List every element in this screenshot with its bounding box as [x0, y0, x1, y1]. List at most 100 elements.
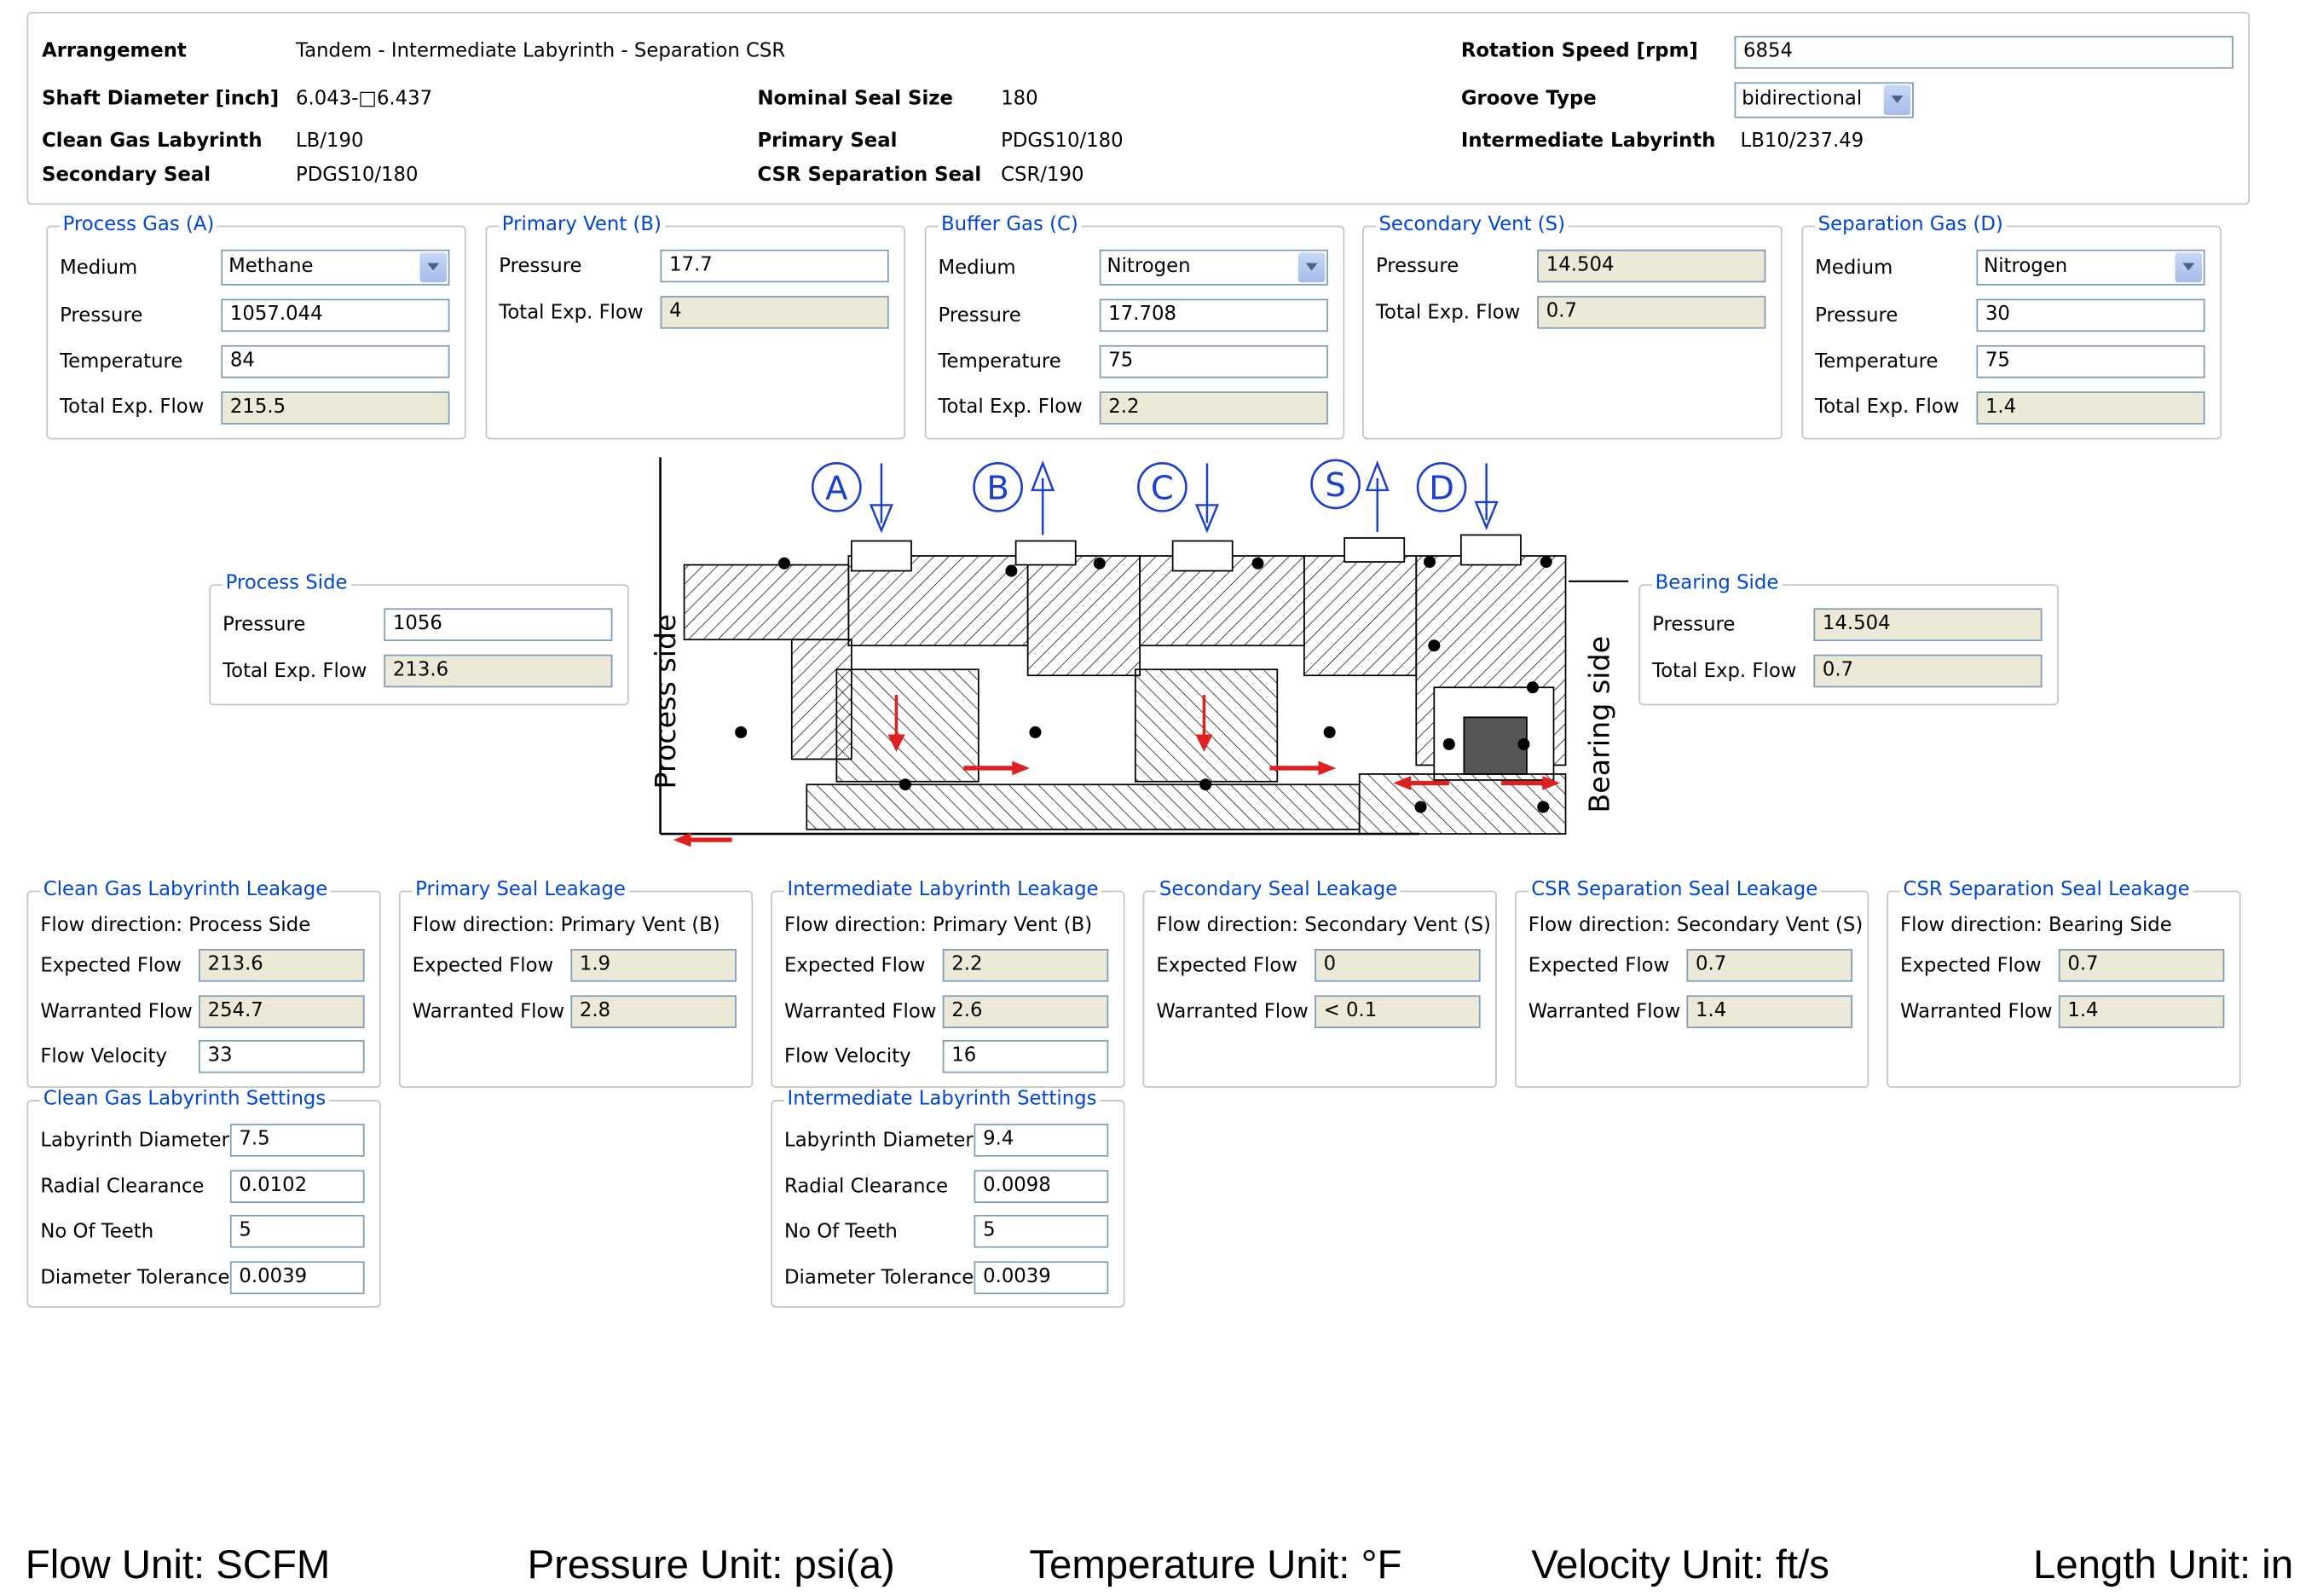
intermediate-settings-title: Intermediate Labyrinth Settings: [784, 1088, 1101, 1111]
intermediate-no-of-teeth-input[interactable]: 5: [974, 1215, 1109, 1248]
buffer-temperature-input[interactable]: 75: [1099, 344, 1328, 379]
chevron-down-icon[interactable]: [2175, 252, 2203, 283]
warranted-flow-label: Warranted Flow: [784, 1001, 937, 1024]
length-unit-text: Length Unit: in: [2033, 1541, 2294, 1587]
process-temperature-input[interactable]: 84: [221, 344, 450, 379]
secondary-seal-ring: [1134, 668, 1279, 783]
intermediate-diameter-tolerance-input[interactable]: 0.0039: [974, 1261, 1109, 1294]
expected-flow-label: Expected Flow: [1528, 955, 1670, 978]
groove-type-selected: bidirectional: [1742, 88, 1863, 111]
buffer-medium-selected: Nitrogen: [1107, 255, 1191, 279]
secondary-seal-leakage-group: Secondary Seal Leakage Flow direction: S…: [1142, 878, 1497, 1089]
warranted-flow-label: Warranted Flow: [1900, 1001, 2053, 1024]
clean-no-of-teeth-input[interactable]: 5: [229, 1215, 365, 1248]
separation-medium-selected: Nitrogen: [1984, 255, 2068, 279]
secondary-vent-group: Secondary Vent (S) Pressure 14.504 Total…: [1362, 213, 1783, 440]
csr-seal-core: [1463, 716, 1528, 775]
csr-separation-leakage-title: CSR Separation Seal Leakage: [1528, 878, 1821, 901]
buffer-medium-select[interactable]: Nitrogen: [1099, 249, 1328, 286]
primary-seal-expected-flow-value: 1.9: [570, 949, 737, 982]
separation-gas-group: Separation Gas (D) Medium Nitrogen Press…: [1801, 213, 2222, 440]
primary-seal-warranted-flow-value: 2.8: [570, 995, 737, 1028]
intermediate-expected-flow-value: 2.2: [942, 949, 1109, 982]
secondary-seal-leakage-title: Secondary Seal Leakage: [1156, 878, 1401, 901]
process-side-total-flow-value: 213.6: [384, 654, 613, 688]
secondary-seal-warranted-flow-value: < 0.1: [1315, 995, 1481, 1028]
process-medium-select[interactable]: Methane: [221, 249, 450, 286]
intermediate-flow-velocity-input[interactable]: 16: [942, 1039, 1109, 1073]
temperature-unit-text: Temperature Unit: °F: [1029, 1541, 1402, 1587]
buffer-pressure-input[interactable]: 17.708: [1099, 298, 1328, 332]
o-rings: [735, 556, 1552, 813]
clean-gas-labyrinth-label: Clean Gas Labyrinth: [42, 130, 263, 153]
arrangement-label: Arrangement: [42, 40, 187, 63]
total-exp-flow-label: Total Exp. Flow: [1652, 660, 1797, 684]
csr-separation-leakage-title: CSR Separation Seal Leakage: [1900, 878, 2193, 901]
intermediate-warranted-flow-value: 2.6: [942, 995, 1109, 1028]
intermediate-radial-clearance-input[interactable]: 0.0098: [974, 1170, 1109, 1204]
total-exp-flow-label: Total Exp. Flow: [222, 660, 367, 684]
flow-velocity-label: Flow Velocity: [40, 1045, 167, 1069]
shaft-diameter-value: 6.043-□6.437: [295, 88, 433, 111]
process-side-label: Process side: [649, 614, 682, 789]
clean-gas-settings-group: Clean Gas Labyrinth Settings Labyrinth D…: [26, 1088, 381, 1308]
marker-d: D: [1429, 469, 1454, 507]
marker-b: B: [986, 469, 1008, 507]
flow-velocity-label: Flow Velocity: [784, 1045, 911, 1069]
marker-s: S: [1325, 466, 1345, 505]
clean-gas-leakage-title: Clean Gas Labyrinth Leakage: [40, 878, 331, 901]
intermediate-labyrinth-label: Intermediate Labyrinth: [1460, 130, 1716, 153]
clean-gas-leakage-group: Clean Gas Labyrinth Leakage Flow directi…: [26, 878, 381, 1089]
rotation-speed-input[interactable]: 6854: [1734, 36, 2233, 69]
groove-type-select[interactable]: bidirectional: [1734, 82, 1914, 119]
clean-gas-expected-flow-value: 213.6: [199, 949, 365, 982]
buffer-total-flow-value: 2.2: [1099, 391, 1328, 425]
housing-block: [683, 564, 850, 641]
separation-medium-select[interactable]: Nitrogen: [1976, 249, 2205, 286]
medium-label: Medium: [938, 257, 1016, 280]
total-exp-flow-label: Total Exp. Flow: [938, 396, 1083, 419]
process-pressure-input[interactable]: 1057.044: [221, 298, 450, 332]
process-side-pressure-input[interactable]: 1056: [384, 608, 613, 641]
clean-diameter-tolerance-input[interactable]: 0.0039: [229, 1261, 365, 1294]
diameter-tolerance-label: Diameter Tolerance: [40, 1267, 230, 1290]
csr2-warranted-flow-value: 1.4: [2058, 995, 2225, 1028]
primary-seal-leakage-title: Primary Seal Leakage: [412, 878, 629, 901]
chevron-down-icon[interactable]: [1297, 252, 1326, 283]
primary-seal-ring: [835, 668, 979, 783]
no-of-teeth-label: No Of Teeth: [784, 1221, 898, 1244]
intermediate-settings-group: Intermediate Labyrinth Settings Labyrint…: [771, 1088, 1125, 1308]
clean-gas-flow-velocity-input[interactable]: 33: [199, 1039, 365, 1073]
expected-flow-label: Expected Flow: [784, 955, 926, 978]
clean-labyrinth-diameter-input[interactable]: 7.5: [229, 1124, 365, 1157]
port-s: [1344, 537, 1406, 563]
bearing-side-title: Bearing Side: [1652, 572, 1782, 595]
primary-vent-pressure-input[interactable]: 17.7: [660, 249, 889, 283]
primary-vent-total-flow-value: 4: [660, 296, 889, 329]
intermediate-labyrinth-diameter-input[interactable]: 9.4: [974, 1124, 1109, 1157]
clean-gas-settings-title: Clean Gas Labyrinth Settings: [40, 1088, 329, 1111]
velocity-unit-text: Velocity Unit: ft/s: [1531, 1541, 1829, 1587]
chevron-down-icon[interactable]: [1883, 84, 1911, 115]
csr-separation-leakage-group-1: CSR Separation Seal Leakage Flow directi…: [1514, 878, 1869, 1089]
csr-separation-seal-value: CSR/190: [1001, 164, 1084, 188]
primary-seal-value: PDGS10/180: [1001, 130, 1124, 153]
separation-temperature-input[interactable]: 75: [1976, 344, 2205, 379]
separation-pressure-input[interactable]: 30: [1976, 298, 2205, 332]
process-side-title: Process Side: [222, 572, 351, 595]
rotation-speed-label: Rotation Speed [rpm]: [1460, 40, 1698, 63]
flow-direction-text: Flow direction: Secondary Vent (S): [1528, 914, 1864, 938]
process-medium-selected: Methane: [228, 255, 314, 279]
bearing-side-group: Bearing Side Pressure 14.504 Total Exp. …: [1638, 572, 2059, 706]
pressure-label: Pressure: [1815, 304, 1898, 327]
labyrinth-diameter-label: Labyrinth Diameter: [784, 1130, 974, 1153]
chevron-down-icon[interactable]: [419, 252, 447, 283]
marker-circle: [973, 462, 1023, 512]
warranted-flow-label: Warranted Flow: [412, 1001, 565, 1024]
temperature-label: Temperature: [938, 350, 1061, 374]
port-c: [1171, 540, 1234, 572]
total-exp-flow-label: Total Exp. Flow: [1815, 396, 1960, 419]
clean-radial-clearance-input[interactable]: 0.0102: [229, 1170, 365, 1204]
pressure-label: Pressure: [1652, 614, 1736, 637]
